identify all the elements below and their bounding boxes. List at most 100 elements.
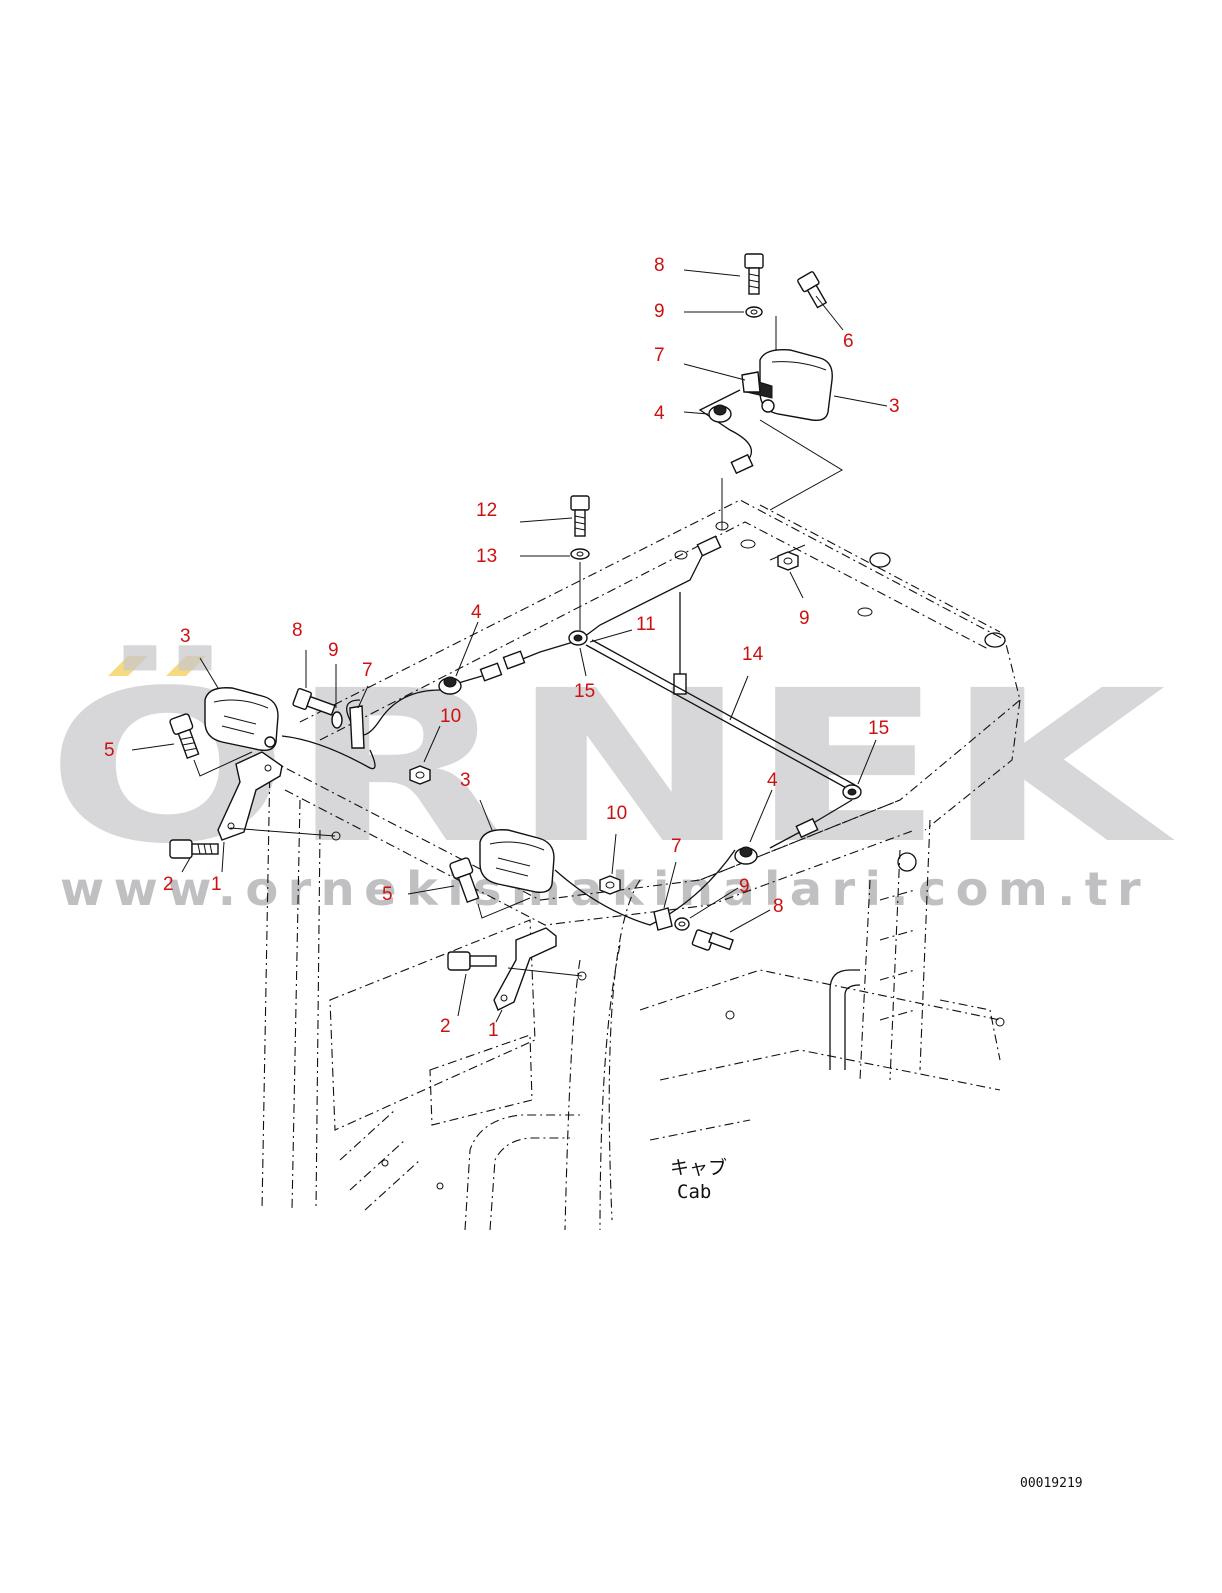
bolt-5-left (169, 713, 200, 760)
leader-3-left (199, 657, 219, 689)
drawing-number: 00019219 (1020, 1476, 1083, 1491)
wall-hatch (339, 1109, 421, 1211)
alignment-guide (759, 419, 843, 511)
callout-6: 6 (843, 331, 854, 352)
cab-structure (261, 499, 1021, 1231)
roof-right-edge (759, 504, 1001, 633)
callout-8-top: 8 (654, 255, 665, 276)
left-window-frame (315, 829, 321, 1211)
leader-4-top (683, 411, 709, 415)
callout-3-top: 3 (889, 396, 900, 417)
center-pillar-outer (564, 959, 581, 1231)
callout-5-mid: 5 (382, 884, 393, 905)
leader-11 (589, 629, 633, 643)
bolt-6 (797, 271, 828, 309)
callout-2-left: 2 (163, 874, 174, 895)
work-lamp-3-left (204, 687, 279, 752)
leader-1-left (221, 841, 225, 873)
cab-label: キャブ Cab (664, 1152, 728, 1204)
callout-11: 11 (636, 614, 656, 635)
harness-roof-trunk (579, 547, 707, 641)
door-frame-inner (489, 1137, 570, 1231)
grommet-4-right (734, 846, 758, 865)
wiring-harness (281, 389, 862, 926)
bolt-8-mid (691, 929, 734, 951)
bolt-12 (570, 495, 590, 537)
left-work-lamp-assembly (131, 650, 441, 873)
callout-14: 14 (742, 644, 764, 665)
washer-hole (678, 921, 686, 927)
callout-labels: 8 9 6 7 3 4 12 13 9 4 11 15 14 15 3 8 9 … (104, 255, 900, 1041)
mount-hole (331, 831, 341, 841)
front-cross-beam-lower (284, 789, 916, 926)
cab-label-bg (664, 1152, 728, 1204)
frame-bolt (995, 1017, 1005, 1027)
callout-2-mid: 2 (440, 1016, 451, 1037)
harness-connector (479, 662, 503, 682)
washer-9-left (331, 711, 343, 729)
leader-2-left (181, 857, 191, 873)
harness-right-drop (809, 799, 853, 826)
harness-connector (502, 650, 526, 670)
harness-right-drop-end (769, 831, 801, 849)
callout-3-mid: 3 (460, 770, 471, 791)
grommet-4-top (708, 404, 732, 423)
harness-14-long (585, 644, 851, 791)
callout-4-right: 4 (767, 770, 778, 791)
roof-hole (857, 607, 873, 617)
alignment-guide-2-mid (507, 967, 583, 977)
callout-7-top: 7 (654, 345, 665, 366)
handrail-inner (844, 984, 861, 1070)
frame-bolt (436, 1182, 444, 1190)
alignment-guide-2-left (229, 827, 336, 837)
bolt-2-left (169, 839, 219, 859)
callout-15-right: 15 (868, 718, 889, 739)
callout-4-top: 4 (654, 403, 665, 424)
harness-connector (730, 453, 754, 475)
callout-8-left: 8 (292, 620, 303, 641)
leader-4-right (749, 789, 773, 843)
callout-7-mid: 7 (671, 836, 682, 857)
harness-connector (795, 817, 819, 839)
bolt-5-mid (449, 857, 480, 904)
bracket-hole (227, 822, 235, 830)
leader-8-top (683, 269, 741, 277)
roof-hole (674, 550, 688, 560)
bracket-1-mid (493, 927, 557, 1011)
leader-5-left (131, 743, 175, 751)
leader-10-left (423, 725, 441, 763)
callout-12: 12 (476, 500, 497, 521)
roof-outline (299, 499, 1021, 881)
lifting-eye (984, 632, 1006, 648)
lifting-eye (869, 552, 891, 568)
leader-2-mid (457, 973, 467, 1017)
watermark: ÖRNEK www.ornekismakinalari.com.tr (46, 644, 1176, 916)
leader-14 (729, 675, 749, 721)
harness-rear-lamp-lead (698, 389, 753, 461)
harness-14-long-edge (591, 639, 856, 786)
bolt-8-left (292, 687, 336, 716)
roof-hole (740, 539, 756, 549)
harness-left-run (519, 639, 581, 661)
harness-left-lamp-loop (346, 689, 441, 736)
rear-rail-lower (659, 1049, 1001, 1091)
washer-hole (750, 309, 758, 315)
middle-work-lamp-assembly (407, 789, 773, 1023)
leader-12 (519, 517, 573, 523)
callout-4-mid: 4 (471, 602, 482, 623)
corner-cap (897, 852, 917, 872)
leader-9-mid (689, 887, 739, 919)
leader-5-left-guide (193, 751, 253, 777)
nut-10-left (409, 765, 431, 785)
leader-3-top (833, 395, 888, 407)
work-lamp-3-mid (479, 829, 555, 894)
side-inner-panel (429, 1034, 533, 1126)
bracket-1-left (217, 751, 283, 841)
right-pillar-edge (919, 819, 931, 1071)
callout-1-mid: 1 (488, 1020, 499, 1041)
harness-left-lamp-lead (281, 735, 376, 770)
leader-7-left (357, 685, 369, 709)
rear-base (649, 1119, 751, 1141)
watermark-accent-left (108, 656, 148, 676)
